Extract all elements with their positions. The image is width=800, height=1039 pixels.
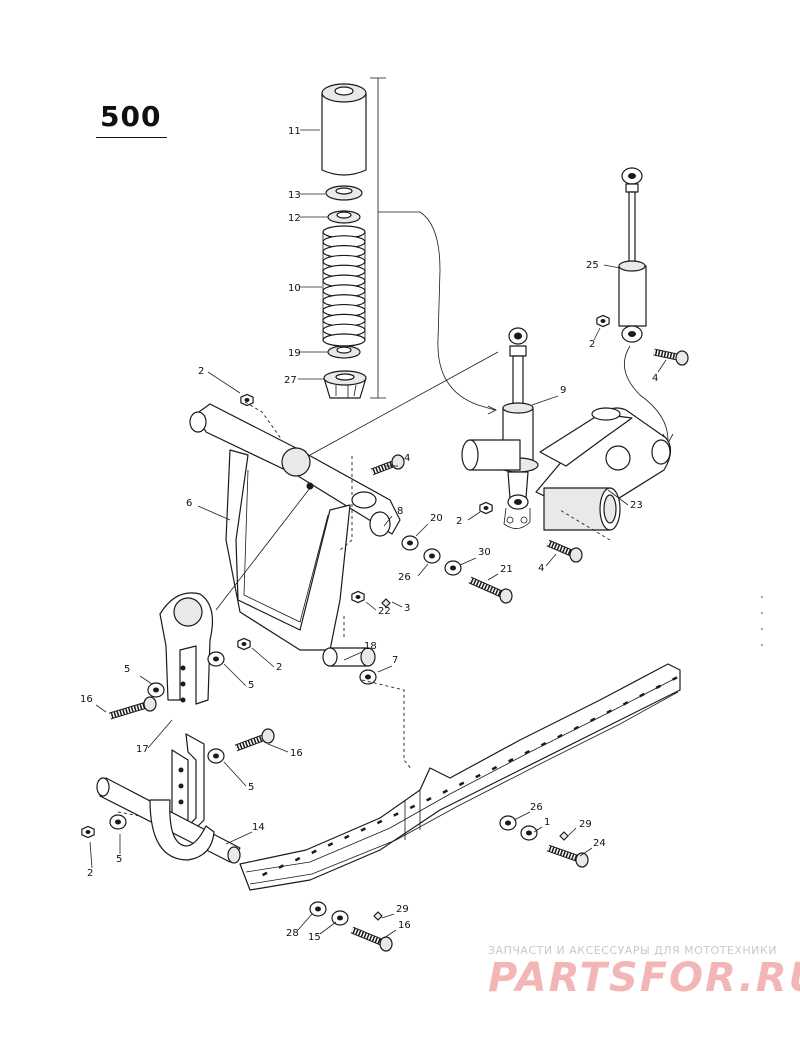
rear-arm-part-23 [461, 407, 672, 531]
callout-16: 16 [398, 920, 411, 931]
callout-4: 4 [404, 453, 410, 464]
watermark-brand: PARTSFOR.RU [488, 955, 800, 1001]
callout-5: 5 [116, 854, 122, 865]
callout-4: 4 [538, 563, 544, 574]
rail-holes [262, 676, 678, 877]
callout-24: 24 [593, 838, 606, 849]
callout-1: 1 [544, 817, 550, 828]
slide-rail [239, 663, 681, 891]
diagram-number: 500 [96, 100, 168, 138]
callout-11: 11 [288, 126, 301, 137]
callout-2: 2 [198, 366, 204, 377]
callout-22: 22 [378, 606, 391, 617]
callout-28: 28 [286, 928, 299, 939]
callout-labels: 1367891011121314151718192021222324252728… [80, 126, 667, 943]
callout-23: 23 [630, 500, 643, 511]
spring-boot-part-11 [321, 83, 367, 176]
callout-25: 25 [586, 260, 599, 271]
washer-part-13 [325, 185, 363, 201]
callout-16: 16 [80, 694, 93, 705]
spring-part-10 [322, 225, 366, 347]
shock-absorber-part-25 [618, 167, 647, 343]
watermark-caption: ЗАПЧАСТИ И АКСЕССУАРЫ ДЛЯ МОТОТЕХНИКИ [488, 944, 777, 957]
callout-5: 5 [248, 782, 254, 793]
callout-13: 13 [288, 190, 301, 201]
callout-2: 2 [276, 662, 282, 673]
callout-26: 26 [398, 572, 411, 583]
link-plate-part-17 [159, 592, 213, 837]
callout-3: 3 [404, 603, 410, 614]
callout-12: 12 [288, 213, 301, 224]
callout-6: 6 [186, 498, 192, 509]
spring-seat-part-19 [327, 345, 361, 359]
callout-20: 20 [430, 513, 443, 524]
callout-8: 8 [397, 506, 403, 517]
callout-2: 2 [456, 516, 462, 527]
shaft-part-14 [96, 777, 241, 864]
callout-19: 19 [288, 348, 301, 359]
adjuster-cam-part-27 [323, 370, 367, 399]
callout-29: 29 [396, 904, 409, 915]
callout-21: 21 [500, 564, 513, 575]
callout-27: 27 [284, 375, 297, 386]
callout-2: 2 [589, 339, 595, 350]
callout-17: 17 [136, 744, 149, 755]
callout-5: 5 [124, 664, 130, 675]
callout-16: 16 [290, 748, 303, 759]
callout-15: 15 [308, 932, 321, 943]
washer-part-12 [327, 210, 361, 224]
callout-14: 14 [252, 822, 265, 833]
callout-2: 2 [87, 868, 93, 879]
callout-9: 9 [560, 385, 566, 396]
callout-18: 18 [364, 641, 377, 652]
hardware [81, 314, 689, 952]
front-arm-part-6 [189, 403, 401, 667]
callout-30: 30 [478, 547, 491, 558]
shock-absorber-part-9 [497, 327, 539, 529]
callout-7: 7 [392, 655, 398, 666]
callout-29: 29 [579, 819, 592, 830]
callout-26: 26 [530, 802, 543, 813]
callout-5: 5 [248, 680, 254, 691]
callout-10: 10 [288, 283, 301, 294]
callout-4: 4 [652, 373, 658, 384]
